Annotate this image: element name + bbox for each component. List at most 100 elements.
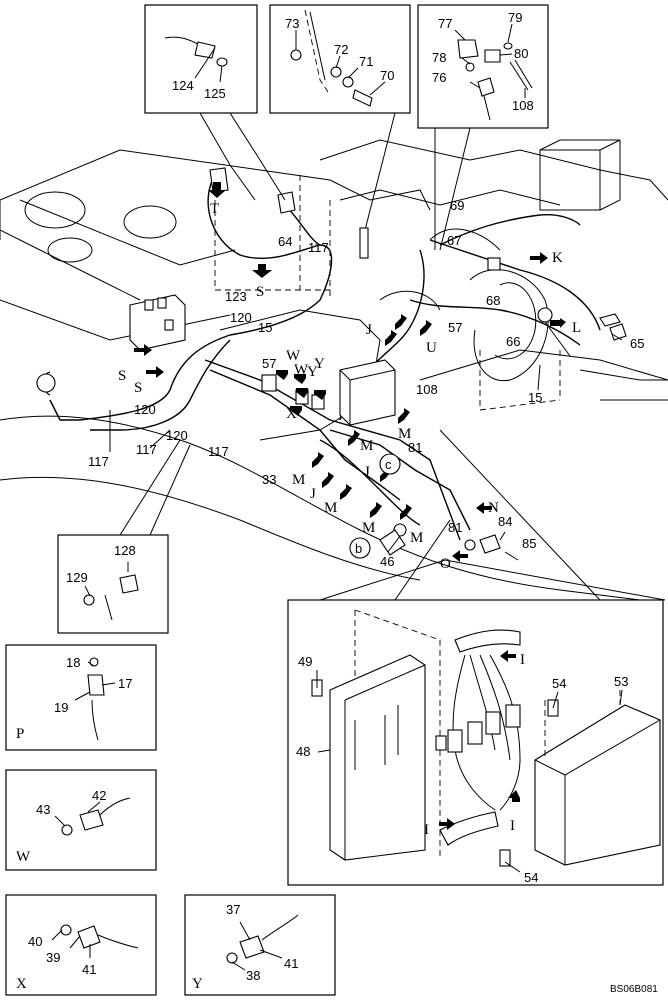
label-117c: 117	[88, 454, 109, 469]
label-b: b	[355, 541, 362, 556]
label-117a: 117	[308, 240, 329, 255]
part-labels: 124 125 73 72 71 70 77 79 78 80 76 108 T…	[16, 10, 658, 995]
label-37: 37	[226, 902, 240, 917]
label-54b: 54	[524, 870, 538, 885]
circle-c	[379, 453, 401, 475]
view-w: W	[16, 849, 31, 865]
arrows	[134, 182, 566, 830]
arrow-j1	[395, 314, 407, 330]
inset-x	[5, 894, 157, 996]
label-J1: J	[366, 322, 372, 338]
arrow-s3	[146, 366, 164, 378]
label-57c: 57	[262, 356, 276, 371]
label-Y2: Y	[307, 364, 318, 380]
arrow-o	[452, 550, 468, 562]
label-17: 17	[118, 676, 132, 691]
label-M6: M	[410, 530, 423, 546]
label-I1: I	[520, 652, 525, 668]
diagram-code: BS06B081	[610, 984, 658, 995]
label-I2: I	[424, 822, 429, 838]
label-67: 67	[447, 233, 461, 248]
inset-top-mid	[269, 4, 411, 259]
inset-top-right	[417, 4, 549, 251]
view-p: P	[16, 726, 24, 742]
label-81b: 81	[448, 520, 462, 535]
label-X: X	[286, 406, 297, 422]
arrow-m6	[400, 504, 412, 520]
label-K: K	[552, 250, 563, 266]
label-M5: M	[362, 520, 375, 536]
label-73: 73	[285, 16, 299, 31]
label-J3: J	[364, 464, 370, 480]
label-S3: S	[134, 380, 142, 396]
label-18: 18	[66, 655, 80, 670]
label-120a: 120	[230, 310, 252, 325]
circle-b	[349, 537, 371, 559]
label-108: 108	[416, 382, 438, 397]
label-c: c	[385, 457, 392, 472]
label-71: 71	[359, 54, 373, 69]
label-M2: M	[398, 426, 411, 442]
label-123: 123	[225, 289, 247, 304]
arrow-m1	[348, 430, 360, 446]
label-41x: 41	[82, 962, 96, 977]
label-77: 77	[438, 16, 452, 31]
label-54a: 54	[552, 676, 566, 691]
arrow-i1	[500, 650, 516, 662]
arrow-i3	[508, 790, 520, 802]
label-15a: 15	[258, 320, 272, 335]
arrow-t	[208, 182, 226, 198]
label-N: N	[488, 500, 499, 516]
label-42: 42	[92, 788, 106, 803]
arrow-k	[530, 252, 548, 264]
label-80: 80	[514, 46, 528, 61]
label-57a: 57	[448, 320, 462, 335]
label-48: 48	[296, 744, 310, 759]
inset-lower-detail	[287, 429, 666, 886]
label-43: 43	[36, 802, 50, 817]
label-128: 128	[114, 543, 136, 558]
arrow-w2	[296, 388, 308, 398]
label-41y: 41	[284, 956, 298, 971]
machine-background	[0, 139, 668, 601]
wire-harness	[36, 174, 601, 541]
label-117d: 117	[208, 444, 229, 459]
inset-left-detail	[57, 439, 191, 634]
label-40: 40	[28, 934, 42, 949]
arrow-u	[420, 320, 432, 336]
arrow-y2	[314, 390, 326, 400]
label-39: 39	[46, 950, 60, 965]
label-S1: S	[256, 284, 264, 300]
inset-top-left	[144, 4, 286, 201]
label-Y1: Y	[314, 356, 325, 372]
arrow-w1	[276, 370, 288, 380]
label-76: 76	[432, 70, 446, 85]
arrow-i2	[439, 818, 455, 830]
arrow-m2	[398, 408, 410, 424]
label-57b: 66	[506, 334, 520, 349]
leader-lines	[51, 23, 623, 971]
arrow-j3	[322, 472, 334, 488]
label-79: 79	[508, 10, 522, 25]
label-J2: J	[310, 486, 316, 502]
label-W1: W	[286, 348, 301, 364]
label-19: 19	[54, 700, 68, 715]
arrow-m3	[312, 452, 324, 468]
label-68: 68	[486, 293, 500, 308]
label-69: 69	[450, 198, 464, 213]
label-I3: I	[510, 818, 515, 834]
label-70: 70	[380, 68, 394, 83]
label-125: 125	[204, 86, 226, 101]
label-M4: M	[324, 500, 337, 516]
label-L: L	[572, 320, 581, 336]
label-38: 38	[246, 968, 260, 983]
label-84: 84	[498, 514, 512, 529]
label-85: 85	[522, 536, 536, 551]
label-M3: M	[292, 472, 305, 488]
main-components	[129, 167, 627, 556]
label-120b: 120	[134, 402, 156, 417]
label-120c: 120	[166, 428, 188, 443]
label-T: T	[210, 201, 219, 217]
label-65: 65	[630, 336, 644, 351]
